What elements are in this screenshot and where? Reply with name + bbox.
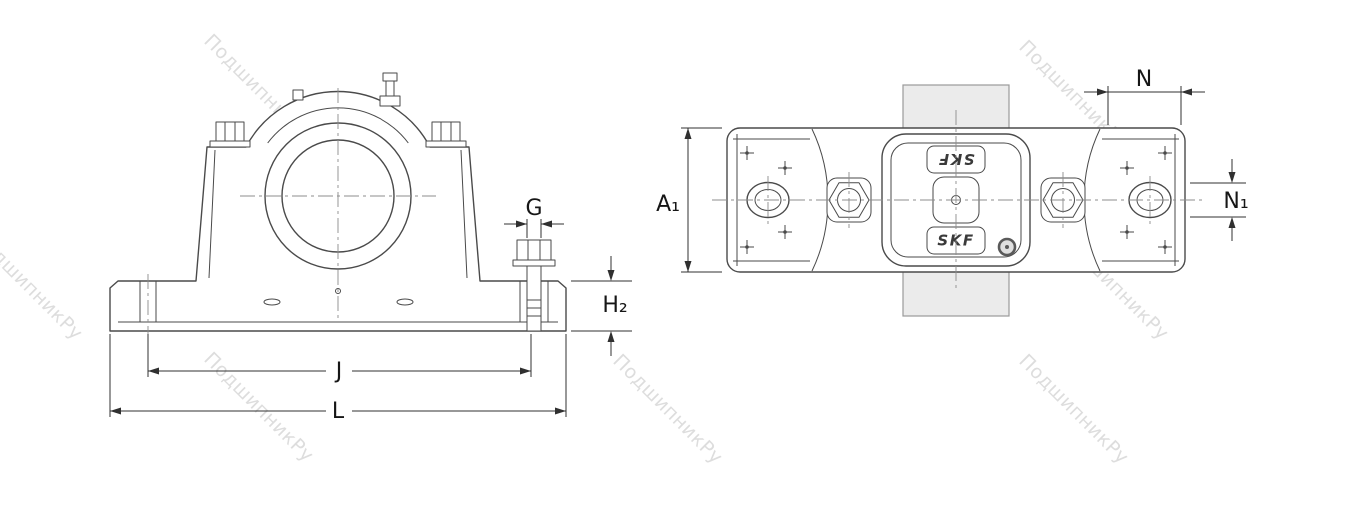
front-view <box>109 72 567 336</box>
base-center-mark <box>335 288 341 294</box>
oil-plug <box>997 237 1017 257</box>
top-plug <box>292 89 304 101</box>
watermark-text: ПодшипникРу <box>608 350 727 469</box>
cap-bolt-right <box>425 121 467 148</box>
watermark-text: ПодшипникРу <box>199 348 318 467</box>
dim-label-j: J <box>334 359 343 384</box>
base-hole-mark <box>396 298 414 306</box>
cover-bolt-hole-dots <box>745 151 1167 249</box>
dimension-H2: H₂ <box>571 256 632 356</box>
base-hole-mark <box>263 298 281 306</box>
dimension-L: L <box>109 334 567 424</box>
watermark-text: ПодшипникРу <box>0 226 87 345</box>
dim-label-l: L <box>332 399 345 424</box>
brand-logo: SKF <box>937 232 974 250</box>
attachment-bolt <box>512 239 556 332</box>
dimension-A1: A₁ <box>656 127 722 273</box>
cap-bolt-left <box>209 121 251 148</box>
dimension-J: J <box>147 334 532 384</box>
dimension-N: N <box>1084 67 1205 125</box>
watermark-text: ПодшипникРу <box>1014 350 1133 469</box>
dim-label-h2: H₂ <box>602 293 627 318</box>
housing-wall-right <box>460 149 468 279</box>
dim-label-g: G <box>525 196 542 221</box>
grease-fitting <box>379 72 401 107</box>
dimension-N1: N₁ <box>1190 159 1249 241</box>
top-view: SKF SKF <box>712 84 1202 317</box>
top-dimensions: N A₁ N₁ <box>656 67 1249 273</box>
front-dimensions: G H₂ J L <box>109 196 632 424</box>
dim-label-n: N <box>1136 67 1152 92</box>
brand-logo: SKF <box>937 150 974 168</box>
dimension-G: G <box>504 196 564 238</box>
dim-label-a1: A₁ <box>656 192 680 217</box>
housing-wall-left <box>208 149 216 279</box>
dim-label-n1: N₁ <box>1223 189 1248 214</box>
